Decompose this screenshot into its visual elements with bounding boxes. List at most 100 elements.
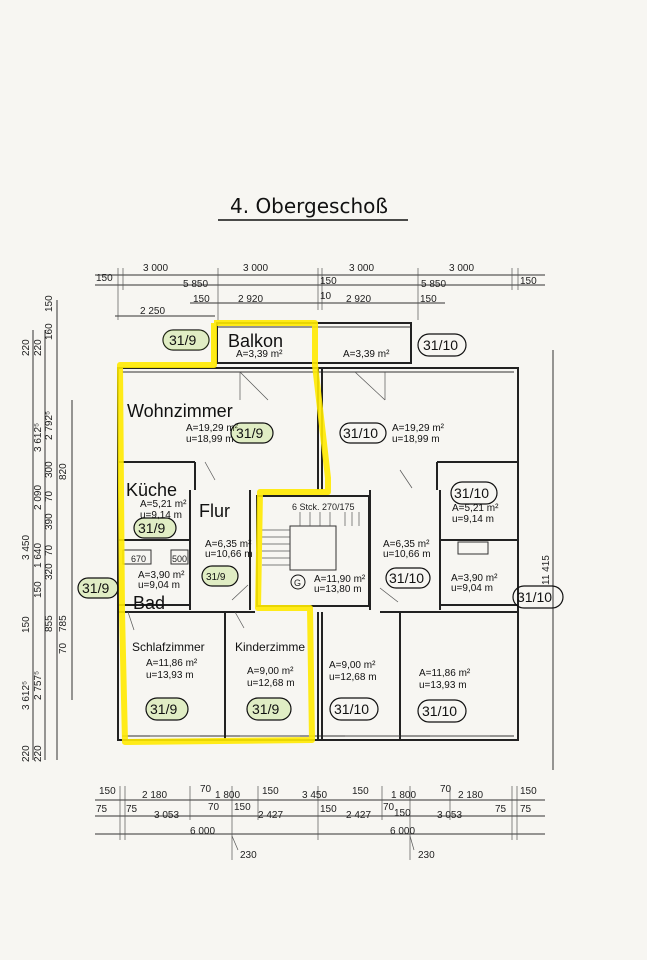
plan-label: 31/10: [423, 337, 458, 353]
plan-label: 75: [96, 804, 108, 815]
plan-label: 3 450: [302, 790, 327, 801]
unit-highlight: [117, 320, 331, 745]
plan-label: 31/9: [138, 520, 165, 536]
plan-label: 31/9: [236, 425, 263, 441]
plan-label: 70: [208, 802, 220, 813]
plan-label: 150: [520, 786, 537, 797]
plan-title: 4. Obergeschoß: [230, 194, 388, 218]
room-kinderzimmer: Kinderzimme: [235, 640, 305, 654]
plan-label: 75: [126, 804, 138, 815]
plan-label: 31/9: [252, 701, 279, 717]
plan-label: 150: [44, 295, 55, 312]
plan-label: 2 180: [458, 790, 483, 801]
plan-label: 70: [200, 784, 212, 795]
tag-31-10: 31/10: [512, 585, 564, 609]
tag-31-10: 31/10: [450, 481, 498, 505]
plan-label: A=5,21 m²: [452, 503, 499, 514]
plan-label: A=6,35 m²: [205, 539, 252, 550]
plan-label: G: [294, 578, 301, 588]
plan-label: 3 000: [143, 263, 168, 274]
plan-label: u=9,04 m: [451, 583, 493, 594]
plan-label: 2 180: [142, 790, 167, 801]
plan-label: 785: [58, 615, 69, 632]
left-dimensions: 220 220 160 150 3 612⁵ 2 792⁵ 300 390 70…: [21, 295, 73, 762]
plan-label: 150: [352, 786, 369, 797]
tag-31-10: 31/10: [339, 422, 387, 444]
plan-label: 150: [420, 294, 437, 305]
plan-label: 2 427: [346, 810, 371, 821]
plan-label: 70: [383, 802, 395, 813]
plan-label: 1 800: [215, 790, 240, 801]
plan-label: A=11,90 m²: [314, 574, 366, 585]
plan-label: A=11,86 m²: [146, 658, 198, 669]
room-wohnzimmer: Wohnzimmer: [127, 401, 233, 421]
tag-31-9: 31/9: [246, 697, 292, 721]
plan-label: u=12,68 m: [247, 678, 295, 689]
room-bad: Bad: [133, 593, 165, 613]
plan-label: 150: [193, 294, 210, 305]
tag-31-9: 31/9: [77, 577, 119, 599]
plan-label: 31/9: [206, 572, 226, 583]
plan-label: u=18,99 m: [186, 434, 234, 445]
plan-label: 230: [240, 850, 257, 861]
plan-label: 150: [320, 276, 337, 287]
plan-label: A=19,29 m²: [392, 423, 445, 434]
plan-label: 5 850: [183, 279, 208, 290]
plan-label: 3 053: [437, 810, 462, 821]
plan-label: 31/10: [454, 485, 489, 501]
plan-label: 150: [99, 786, 116, 797]
room-kueche: Küche: [126, 480, 177, 500]
plan-label: u=18,99 m: [392, 434, 440, 445]
plan-label: 31/9: [82, 580, 109, 596]
plan-label: A=3,90 m²: [451, 573, 498, 584]
plan-label: 70: [44, 544, 55, 556]
plan-label: 31/10: [389, 570, 424, 586]
plan-label: 220: [33, 745, 44, 762]
plan-label: 3 053: [154, 810, 179, 821]
plan-label: 3 000: [449, 263, 474, 274]
tag-31-9: 31/9: [201, 565, 239, 587]
plan-label: 31/9: [169, 332, 196, 348]
tag-31-10: 31/10: [417, 333, 467, 357]
plan-label: 500: [172, 554, 187, 564]
plan-label: A=3,39 m²: [236, 349, 283, 360]
plan-label: 670: [131, 554, 146, 564]
plan-label: 6 Stck. 270/175: [292, 502, 355, 512]
plan-label: 2 427: [258, 810, 283, 821]
plan-label: 31/10: [334, 701, 369, 717]
room-schlafzimmer: Schlafzimmer: [132, 640, 205, 654]
plan-label: 3 612⁵: [21, 681, 32, 710]
plan-label: u=13,80 m: [314, 584, 362, 595]
plan-label: A=6,35 m²: [383, 539, 430, 550]
plan-label: 150: [21, 616, 32, 633]
plan-label: 3 000: [349, 263, 374, 274]
plan-label: 3 450: [21, 535, 32, 560]
plan-label: 2 792⁵: [44, 411, 55, 440]
tag-31-10: 31/10: [329, 697, 379, 721]
tag-31-9: 31/9: [145, 697, 189, 721]
plan-label: 6 000: [390, 826, 415, 837]
tag-31-9: 31/9: [133, 517, 177, 539]
plan-label: 150: [394, 808, 411, 819]
plan-label: 390: [44, 513, 55, 530]
plan-label: 2 920: [238, 294, 263, 305]
plan-label: 300: [44, 461, 55, 478]
right-dimensions: 11 415: [541, 350, 554, 770]
plan-label: 1 640: [33, 543, 44, 568]
plan-label: u=12,68 m: [329, 672, 377, 683]
room-balkon: Balkon: [228, 331, 283, 351]
plan-label: 150: [320, 804, 337, 815]
plan-label: 31/10: [517, 589, 552, 605]
plan-label: A=5,21 m²: [140, 499, 187, 510]
plan-label: 2 757⁵: [33, 671, 44, 700]
plan-label: 31/9: [150, 701, 177, 717]
plan-label: 3 000: [243, 263, 268, 274]
plan-label: 70: [440, 784, 452, 795]
plan-label: 855: [44, 615, 55, 632]
plan-label: A=11,86 m²: [419, 668, 471, 679]
plan-label: u=9,14 m: [140, 510, 182, 521]
plan-label: 220: [33, 339, 44, 356]
plan-label: A=9,00 m²: [329, 660, 376, 671]
plan-label: u=13,93 m: [146, 670, 194, 681]
plan-label: u=10,66 m: [205, 549, 253, 560]
